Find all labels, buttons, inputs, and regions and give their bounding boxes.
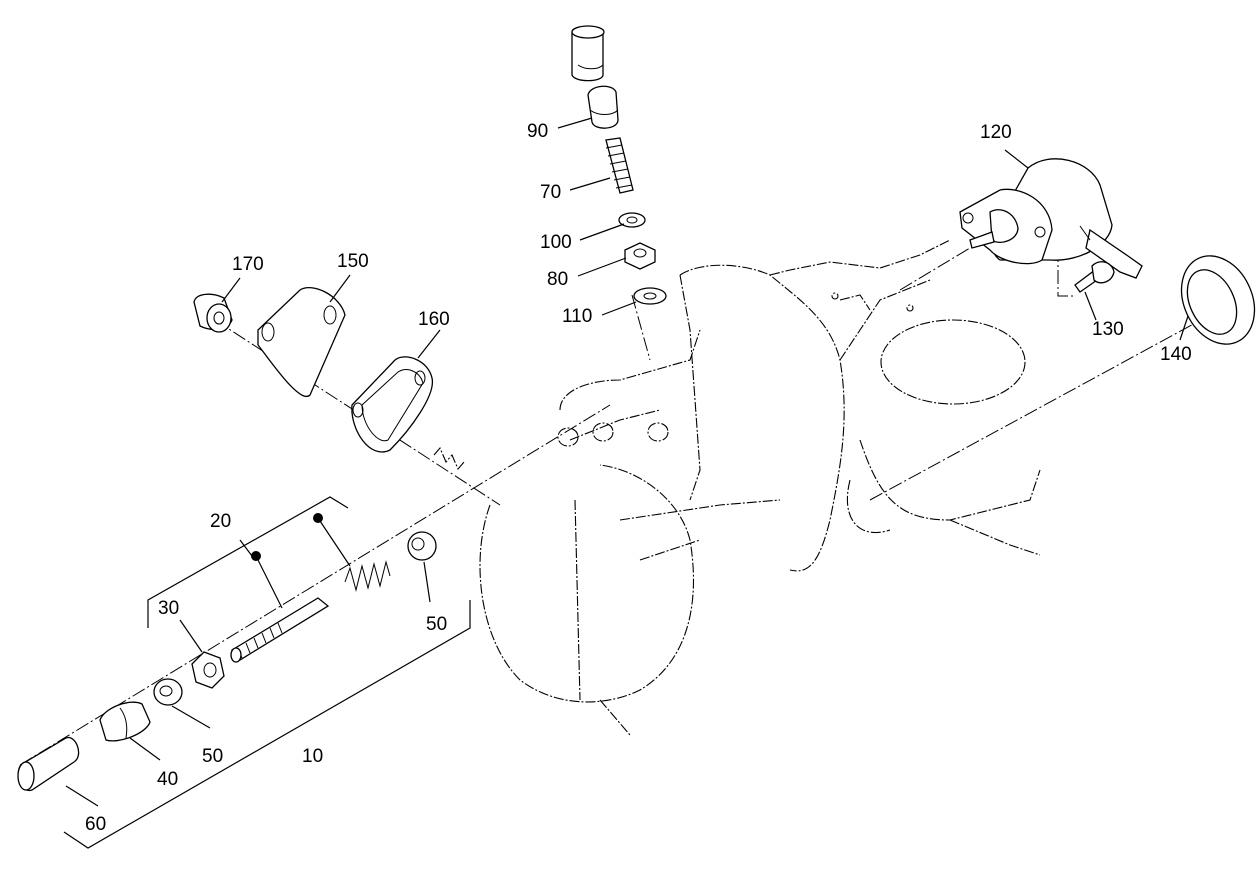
part-160-gasket — [351, 356, 433, 453]
part-30-nut — [191, 651, 225, 689]
label-60: 60 — [85, 814, 106, 835]
part-110-washer — [633, 287, 667, 305]
part-60-sleeve — [17, 736, 80, 791]
label-50-left: 50 — [202, 746, 223, 767]
callout-labels: 90 70 100 80 110 120 130 140 170 150 160… — [85, 121, 1192, 835]
label-100: 100 — [540, 232, 572, 253]
part-100-washer — [618, 212, 646, 228]
part-130-screw — [1074, 261, 1115, 293]
label-90: 90 — [527, 121, 548, 142]
part-40-cap — [99, 701, 151, 742]
label-40: 40 — [157, 769, 178, 790]
label-80: 80 — [547, 269, 568, 290]
label-160: 160 — [418, 309, 450, 330]
label-170: 170 — [232, 254, 264, 275]
leader-lines — [65, 117, 1189, 807]
part-70-bolt — [605, 137, 634, 194]
label-20: 20 — [210, 511, 231, 532]
label-110: 110 — [562, 306, 592, 327]
label-150: 150 — [337, 251, 369, 272]
label-140: 140 — [1160, 344, 1192, 365]
housing-outline — [479, 239, 1041, 736]
part-20-shaft — [230, 597, 330, 663]
part-cap-top — [571, 25, 605, 82]
part-spring-hidden — [433, 446, 465, 471]
part-50-washer-left — [153, 678, 183, 706]
part-20-spring — [344, 560, 391, 592]
label-10: 10 — [302, 746, 323, 767]
part-50-washer-right — [407, 531, 437, 561]
center-lines — [19, 244, 1211, 766]
label-30: 30 — [158, 598, 179, 619]
part-170-bushing — [193, 293, 233, 333]
label-120: 120 — [980, 122, 1012, 143]
label-130: 130 — [1092, 319, 1124, 340]
part-80-nut — [624, 242, 656, 270]
label-50-right: 50 — [426, 614, 447, 635]
part-140-seal — [1180, 255, 1256, 345]
bracket-10 — [63, 600, 471, 849]
label-70: 70 — [540, 182, 561, 203]
part-90-nut — [587, 85, 619, 129]
part-150-plate — [257, 286, 346, 398]
part-120-solenoid — [959, 158, 1143, 279]
